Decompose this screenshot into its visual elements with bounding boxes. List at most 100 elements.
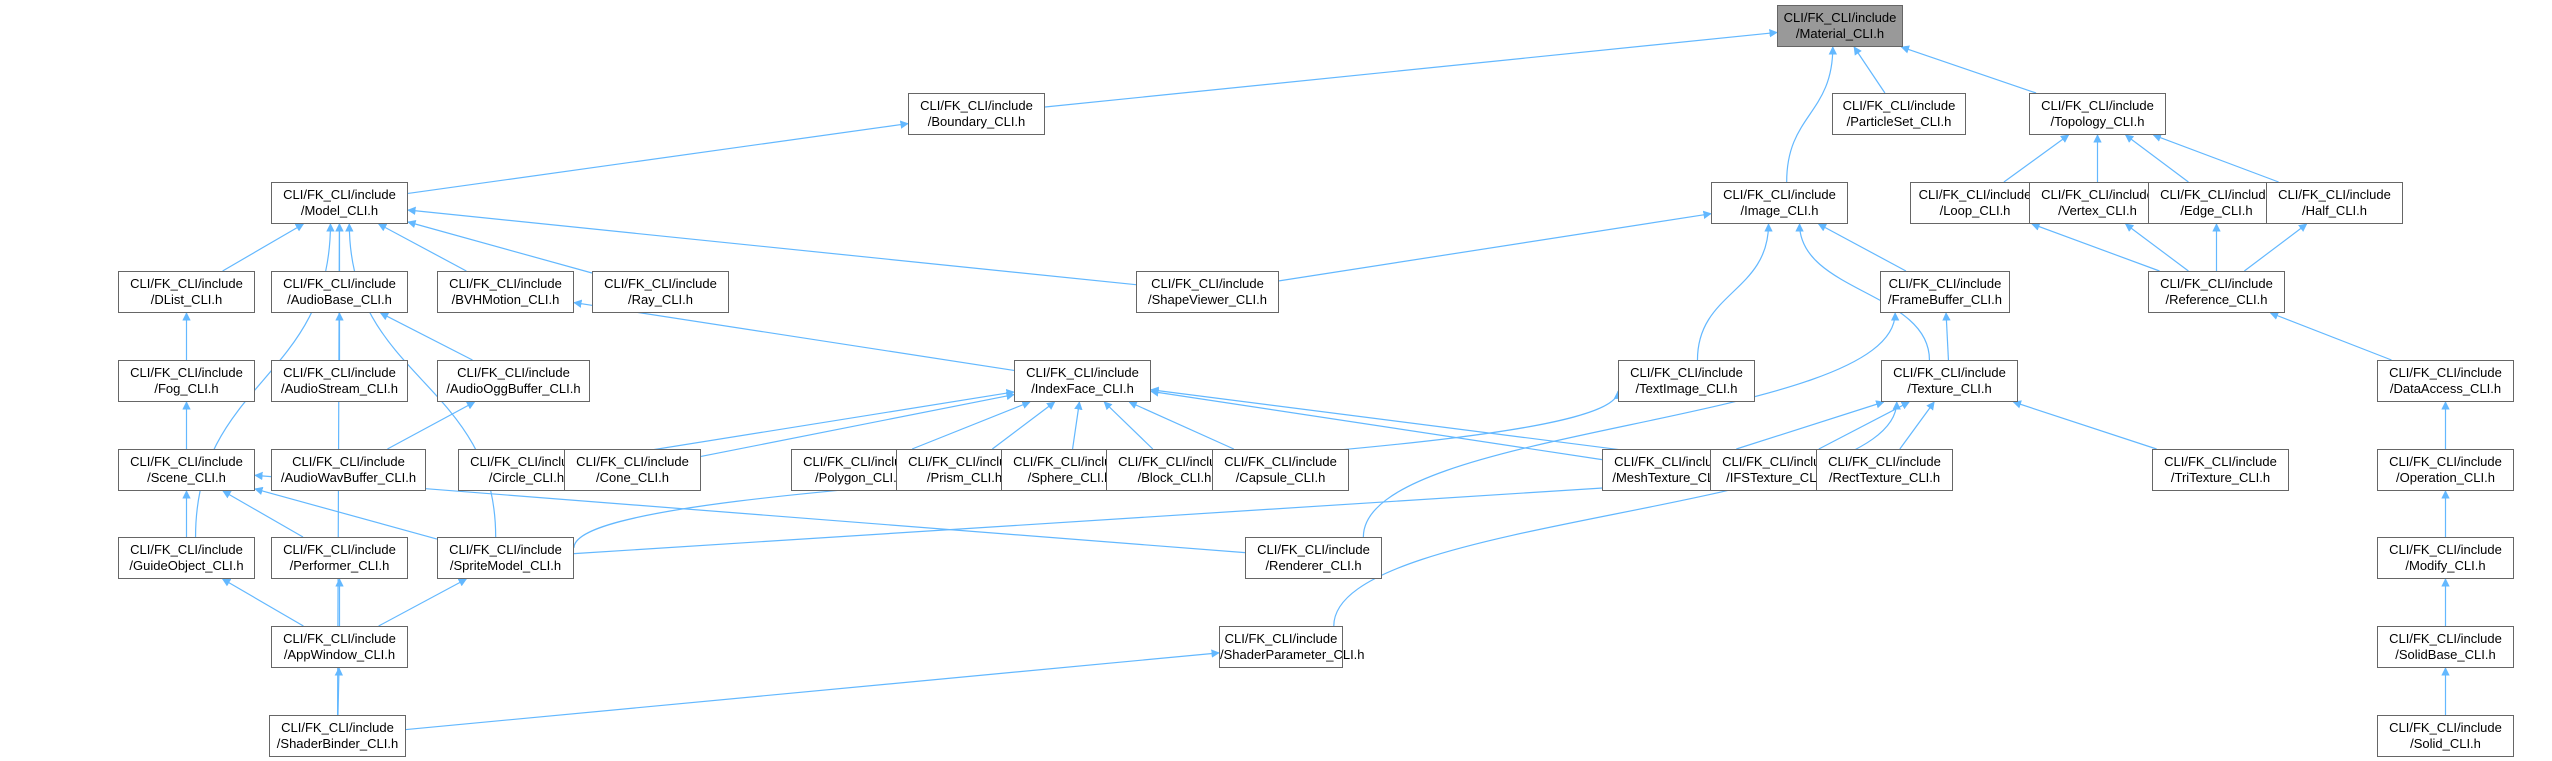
node-audiooggbuffer-cli[interactable]: CLI/FK_CLI/include /AudioOggBuffer_CLI.h	[437, 360, 590, 402]
node-topology-cli[interactable]: CLI/FK_CLI/include /Topology_CLI.h	[2029, 93, 2166, 135]
edge-reference-to-vertex	[2124, 223, 2189, 272]
node-path: CLI/FK_CLI/include	[908, 454, 1021, 469]
node-path: CLI/FK_CLI/include	[604, 276, 717, 291]
node-file: /Reference_CLI.h	[2165, 292, 2268, 307]
node-path: CLI/FK_CLI/include	[1828, 454, 1941, 469]
node-path: CLI/FK_CLI/include	[283, 365, 396, 380]
node-file: /Vertex_CLI.h	[2058, 203, 2137, 218]
node-file: /Circle_CLI.h	[488, 470, 565, 485]
node-path: CLI/FK_CLI/include	[283, 542, 396, 557]
node-audiostream-cli[interactable]: CLI/FK_CLI/include /AudioStream_CLI.h	[271, 360, 408, 402]
node-file: /ShaderBinder_CLI.h	[276, 736, 399, 751]
node-path: CLI/FK_CLI/include	[449, 276, 562, 291]
edge-framebuffer-to-image	[1817, 223, 1907, 272]
edge-circle-to-indexface	[594, 389, 1015, 460]
node-path: CLI/FK_CLI/include	[1614, 454, 1727, 469]
node-file: /Loop_CLI.h	[1939, 203, 2011, 218]
node-path: CLI/FK_CLI/include	[1842, 98, 1956, 113]
edge-audiowavbuffer-to-audiooggbuffer	[387, 401, 476, 450]
node-path: CLI/FK_CLI/include	[1151, 276, 1264, 291]
edge-polygon-to-indexface	[911, 400, 1031, 450]
node-file: /SpriteModel_CLI.h	[449, 558, 562, 573]
edge-shaderbinder-to-shaderparameter	[405, 649, 1220, 731]
node-path: CLI/FK_CLI/include	[576, 454, 689, 469]
edge-dataaccess-to-reference	[2269, 311, 2392, 361]
node-path: CLI/FK_CLI/include	[1783, 10, 1897, 25]
node-file: /Capsule_CLI.h	[1235, 470, 1326, 485]
node-path: CLI/FK_CLI/include	[130, 276, 243, 291]
node-guideobject-cli[interactable]: CLI/FK_CLI/include /GuideObject_CLI.h	[118, 537, 255, 579]
node-path: CLI/FK_CLI/include	[803, 454, 916, 469]
node-file: /Prism_CLI.h	[926, 470, 1003, 485]
node-capsule-cli[interactable]: CLI/FK_CLI/include /Capsule_CLI.h	[1212, 449, 1349, 491]
node-vertex-cli[interactable]: CLI/FK_CLI/include /Vertex_CLI.h	[2029, 182, 2166, 224]
edge-block-to-indexface	[1103, 401, 1154, 450]
node-half-cli[interactable]: CLI/FK_CLI/include /Half_CLI.h	[2266, 182, 2403, 224]
node-path: CLI/FK_CLI/include	[457, 365, 570, 380]
node-bvhmotion-cli[interactable]: CLI/FK_CLI/include /BVHMotion_CLI.h	[437, 271, 574, 313]
node-performer-cli[interactable]: CLI/FK_CLI/include /Performer_CLI.h	[271, 537, 408, 579]
node-image-cli[interactable]: CLI/FK_CLI/include /Image_CLI.h	[1711, 182, 1848, 224]
node-file: /Sphere_CLI.h	[1027, 470, 1112, 485]
node-path: CLI/FK_CLI/include	[1722, 454, 1835, 469]
node-file: /Boundary_CLI.h	[927, 114, 1026, 129]
edge-cone-to-indexface	[700, 391, 1015, 458]
edge-prism-to-indexface	[991, 401, 1056, 450]
node-dataaccess-cli[interactable]: CLI/FK_CLI/include /DataAccess_CLI.h	[2377, 360, 2514, 402]
node-operation-cli[interactable]: CLI/FK_CLI/include /Operation_CLI.h	[2377, 449, 2514, 491]
node-path: CLI/FK_CLI/include	[283, 187, 396, 202]
node-shaderbinder-cli[interactable]: CLI/FK_CLI/include /ShaderBinder_CLI.h	[269, 715, 406, 757]
node-textimage-cli[interactable]: CLI/FK_CLI/include /TextImage_CLI.h	[1618, 360, 1755, 402]
node-indexface-cli[interactable]: CLI/FK_CLI/include /IndexFace_CLI.h	[1014, 360, 1151, 402]
node-modify-cli[interactable]: CLI/FK_CLI/include /Modify_CLI.h	[2377, 537, 2514, 579]
node-file: /Image_CLI.h	[1740, 203, 1819, 218]
node-appwindow-cli[interactable]: CLI/FK_CLI/include /AppWindow_CLI.h	[271, 626, 408, 668]
edge-ray-to-model	[407, 219, 593, 274]
node-audiobase-cli[interactable]: CLI/FK_CLI/include /AudioBase_CLI.h	[271, 271, 408, 313]
node-shapeviewer-cli[interactable]: CLI/FK_CLI/include /ShapeViewer_CLI.h	[1136, 271, 1279, 313]
node-recttexture-cli[interactable]: CLI/FK_CLI/include /RectTexture_CLI.h	[1816, 449, 1953, 491]
node-dlist-cli[interactable]: CLI/FK_CLI/include /DList_CLI.h	[118, 271, 255, 313]
edge-half-to-topology	[2152, 133, 2279, 183]
edge-tritexture-to-texture	[2012, 400, 2157, 450]
node-file: /Scene_CLI.h	[147, 470, 226, 485]
node-model-cli[interactable]: CLI/FK_CLI/include /Model_CLI.h	[271, 182, 408, 224]
node-spritemodel-cli[interactable]: CLI/FK_CLI/include /SpriteModel_CLI.h	[437, 537, 574, 579]
node-file: /Solid_CLI.h	[2410, 736, 2481, 751]
node-file: /Model_CLI.h	[300, 203, 379, 218]
node-path: CLI/FK_CLI/include	[2164, 454, 2277, 469]
node-reference-cli[interactable]: CLI/FK_CLI/include /Reference_CLI.h	[2148, 271, 2285, 313]
edge-textimage-to-image	[1696, 223, 1773, 361]
node-path: CLI/FK_CLI/include	[2389, 365, 2502, 380]
node-particleset-cli[interactable]: CLI/FK_CLI/include /ParticleSet_CLI.h	[1832, 93, 1966, 135]
node-solidbase-cli[interactable]: CLI/FK_CLI/include /SolidBase_CLI.h	[2377, 626, 2514, 668]
node-shaderparameter-cli[interactable]: CLI/FK_CLI/include /ShaderParameter_CLI.…	[1219, 626, 1365, 668]
node-scene-cli[interactable]: CLI/FK_CLI/include /Scene_CLI.h	[118, 449, 255, 491]
node-file: /DataAccess_CLI.h	[2389, 381, 2502, 396]
node-edge-cli[interactable]: CLI/FK_CLI/include /Edge_CLI.h	[2148, 182, 2285, 224]
node-boundary-cli[interactable]: CLI/FK_CLI/include /Boundary_CLI.h	[908, 93, 1045, 135]
node-file: /GuideObject_CLI.h	[129, 558, 244, 573]
node-file: /TriTexture_CLI.h	[2170, 470, 2271, 485]
node-file: /Modify_CLI.h	[2405, 558, 2486, 573]
edge-recttexture-to-texture	[1899, 401, 1935, 450]
node-cone-cli[interactable]: CLI/FK_CLI/include /Cone_CLI.h	[564, 449, 701, 491]
edge-capsule-to-indexface	[1128, 401, 1235, 450]
edge-shapeviewer-to-image	[1278, 210, 1712, 282]
node-renderer-cli[interactable]: CLI/FK_CLI/include /Renderer_CLI.h	[1245, 537, 1382, 579]
node-loop-cli[interactable]: CLI/FK_CLI/include /Loop_CLI.h	[1910, 182, 2040, 224]
node-file: /AppWindow_CLI.h	[283, 647, 396, 662]
node-file: /ShaderParameter_CLI.h	[1220, 647, 1365, 662]
node-path: CLI/FK_CLI/include	[283, 631, 396, 646]
node-path: CLI/FK_CLI/include	[2160, 276, 2273, 291]
node-tritexture-cli[interactable]: CLI/FK_CLI/include /TriTexture_CLI.h	[2152, 449, 2289, 491]
node-framebuffer-cli[interactable]: CLI/FK_CLI/include /FrameBuffer_CLI.h	[1880, 271, 2010, 313]
node-solid-cli[interactable]: CLI/FK_CLI/include /Solid_CLI.h	[2377, 715, 2514, 757]
node-ray-cli[interactable]: CLI/FK_CLI/include /Ray_CLI.h	[592, 271, 729, 313]
node-fog-cli[interactable]: CLI/FK_CLI/include /Fog_CLI.h	[118, 360, 255, 402]
node-path: CLI/FK_CLI/include	[1224, 631, 1338, 646]
node-texture-cli[interactable]: CLI/FK_CLI/include /Texture_CLI.h	[1881, 360, 2018, 402]
node-audiowavbuffer-cli[interactable]: CLI/FK_CLI/include /AudioWavBuffer_CLI.h	[271, 449, 426, 491]
node-path: CLI/FK_CLI/include	[130, 542, 243, 557]
